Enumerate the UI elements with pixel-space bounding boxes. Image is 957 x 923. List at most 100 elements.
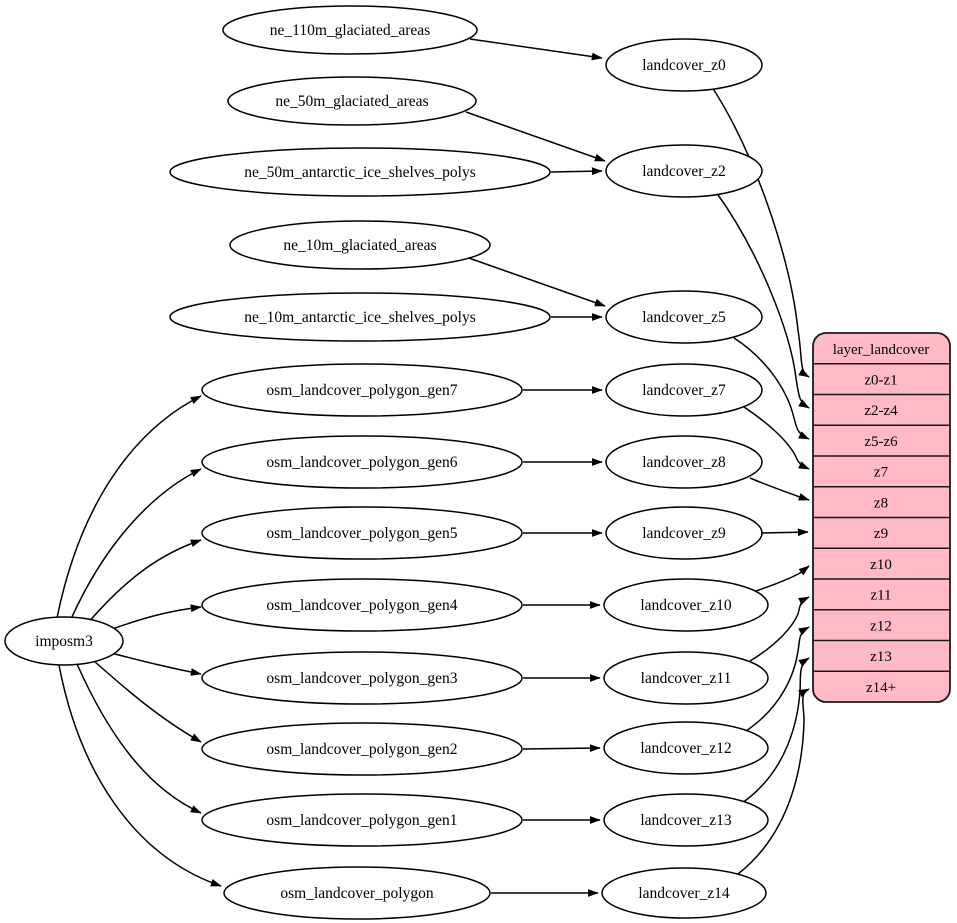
edge-z2-to-row-z2-z4: [715, 191, 810, 409]
stage-label: landcover_z0: [642, 57, 726, 74]
node-landcover-z11: landcover_z11: [603, 651, 769, 705]
imposm3-ellipse: [4, 616, 124, 666]
node-landcover-z8: landcover_z8: [605, 435, 763, 489]
table-row: z13: [870, 649, 892, 665]
stage-ellipse: [603, 793, 769, 847]
source-ellipse: [169, 292, 551, 342]
node-ne-50m-antarctic-ice-shelves-polys: ne_50m_antarctic_ice_shelves_polys: [169, 147, 551, 197]
table-title: layer_landcover: [833, 342, 930, 358]
source-label: osm_landcover_polygon_gen2: [266, 741, 457, 758]
stage-ellipse: [605, 38, 763, 92]
node-landcover-z2: landcover_z2: [605, 144, 763, 198]
table-row: z11: [870, 588, 891, 604]
source-ellipse: [201, 651, 523, 705]
node-ne-110m-glaciated-areas: ne_110m_glaciated_areas: [222, 5, 478, 55]
source-label: osm_landcover_polygon_gen1: [266, 812, 457, 829]
edge-imposm3-to-gen4: [103, 604, 202, 633]
table-row: z10: [870, 557, 892, 573]
source-ellipse: [169, 147, 551, 197]
stage-label: landcover_z8: [642, 454, 726, 471]
stage-label: landcover_z11: [641, 670, 732, 687]
node-landcover-z12: landcover_z12: [603, 721, 769, 775]
edges-stages-to-table: [711, 86, 810, 875]
node-ne-50m-glaciated-areas: ne_50m_glaciated_areas: [227, 76, 477, 126]
stage-label: landcover_z7: [642, 382, 726, 399]
stage-ellipse: [605, 144, 763, 198]
table-row: z0-z1: [864, 373, 897, 389]
source-label: osm_landcover_polygon_gen4: [266, 597, 457, 614]
stage-ellipse: [603, 721, 769, 775]
node-osm-landcover-polygon-gen7: osm_landcover_polygon_gen7: [201, 363, 523, 417]
node-landcover-z0: landcover_z0: [605, 38, 763, 92]
node-osm-landcover-polygon-gen6: osm_landcover_polygon_gen6: [201, 435, 523, 489]
edge-z5-to-row-z5-z6: [733, 337, 810, 440]
source-nodes: ne_110m_glaciated_areas ne_50m_glaciated…: [169, 5, 551, 920]
edge-imposm3-to-gen1: [76, 663, 202, 814]
edge-z14-to-row-z14: [737, 688, 810, 875]
node-osm-landcover-polygon-gen5: osm_landcover_polygon_gen5: [201, 506, 523, 560]
node-ne-10m-glaciated-areas: ne_10m_glaciated_areas: [229, 220, 491, 270]
source-label: ne_10m_antarctic_ice_shelves_polys: [244, 309, 476, 326]
node-osm-landcover-polygon: osm_landcover_polygon: [223, 866, 491, 920]
edge-imposm3-to-gen3: [106, 651, 202, 676]
node-landcover-z5: landcover_z5: [605, 290, 763, 344]
stage-ellipse: [605, 435, 763, 489]
node-osm-landcover-polygon-gen2: osm_landcover_polygon_gen2: [201, 722, 523, 776]
table-row: z2-z4: [864, 403, 898, 419]
stage-ellipse: [605, 290, 763, 344]
stage-ellipse: [605, 363, 763, 417]
node-imposm3: imposm3: [4, 616, 124, 666]
source-ellipse: [227, 76, 477, 126]
source-ellipse: [201, 578, 523, 632]
node-ne-10m-antarctic-ice-shelves-polys: ne_10m_antarctic_ice_shelves_polys: [169, 292, 551, 342]
source-ellipse: [223, 866, 491, 920]
node-landcover-z13: landcover_z13: [603, 793, 769, 847]
node-osm-landcover-polygon-gen4: osm_landcover_polygon_gen4: [201, 578, 523, 632]
source-label: osm_landcover_polygon: [280, 885, 434, 902]
edge-gen2-to-z12: [522, 744, 601, 753]
source-ellipse: [201, 435, 523, 489]
edge-z10-to-row-z10: [755, 565, 810, 592]
edge-ne10m-glac-to-z5: [465, 256, 606, 307]
source-label: ne_110m_glaciated_areas: [270, 22, 430, 39]
stage-ellipse: [603, 651, 769, 705]
source-label: osm_landcover_polygon_gen3: [266, 670, 457, 687]
node-layer-landcover-table: layer_landcover z0-z1 z2-z4 z5-z6 z7 z8 …: [812, 332, 951, 703]
stage-label: landcover_z2: [642, 163, 726, 180]
source-label: osm_landcover_polygon_gen7: [266, 382, 457, 399]
stage-nodes: landcover_z0 landcover_z2 landcover_z5 l…: [601, 38, 769, 919]
edge-imposm3-to-gen7: [56, 395, 202, 619]
edge-imposm3-to-gen5: [86, 539, 202, 625]
table-row: z9: [874, 526, 888, 542]
stage-label: landcover_z10: [640, 597, 731, 614]
stage-label: landcover_z14: [638, 885, 729, 902]
source-ellipse: [201, 506, 523, 560]
stage-label: landcover_z9: [642, 525, 726, 542]
edge-ne110m-to-z0: [469, 38, 603, 61]
edge-z0-to-row-z0-z1: [711, 86, 810, 378]
source-ellipse: [201, 793, 523, 847]
stage-label: landcover_z12: [640, 740, 731, 757]
source-ellipse: [222, 5, 478, 55]
table-row: z7: [874, 465, 889, 481]
table-row: z12: [870, 619, 892, 635]
stage-ellipse: [603, 578, 769, 632]
stage-label: landcover_z5: [642, 309, 726, 326]
edge-z7-to-row-z7: [743, 406, 810, 470]
source-label: ne_50m_antarctic_ice_shelves_polys: [244, 164, 476, 181]
node-landcover-z7: landcover_z7: [605, 363, 763, 417]
edge-imposm3-to-polygon: [58, 664, 222, 887]
source-ellipse: [201, 363, 523, 417]
stage-label: landcover_z13: [640, 812, 731, 829]
edge-imposm3-to-gen2: [93, 660, 202, 743]
source-label: osm_landcover_polygon_gen5: [266, 525, 457, 542]
source-label: ne_10m_glaciated_areas: [283, 237, 436, 254]
table-row: z5-z6: [864, 434, 898, 450]
node-landcover-z10: landcover_z10: [603, 578, 769, 632]
table-row: z8: [874, 496, 888, 512]
edge-z11-to-row-z11: [749, 596, 810, 662]
imposm3-label: imposm3: [35, 633, 93, 650]
edges-importer-to-sources: [56, 395, 222, 887]
